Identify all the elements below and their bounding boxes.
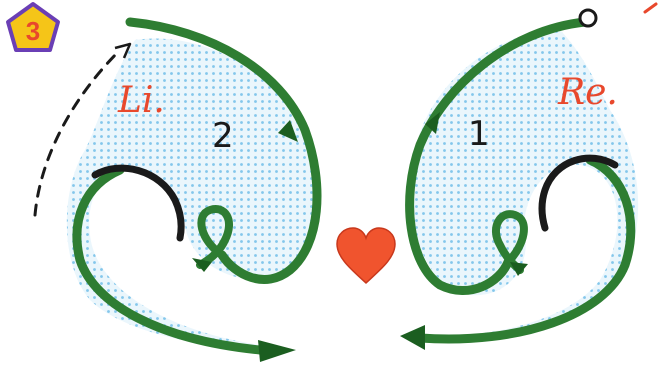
right-side-label: Re.	[557, 72, 618, 113]
left-step-number: 2	[212, 116, 234, 156]
left-arrow-lower-tip	[258, 340, 296, 362]
heart-icon	[337, 228, 395, 283]
left-side-label: Li.	[117, 80, 165, 121]
step-number: 3	[26, 16, 40, 46]
right-step-number: 1	[468, 114, 490, 154]
red-corner-mark	[645, 4, 656, 12]
step-badge: 3	[8, 4, 58, 50]
start-circle	[580, 10, 596, 26]
right-arrow-lower-tip	[400, 325, 425, 350]
